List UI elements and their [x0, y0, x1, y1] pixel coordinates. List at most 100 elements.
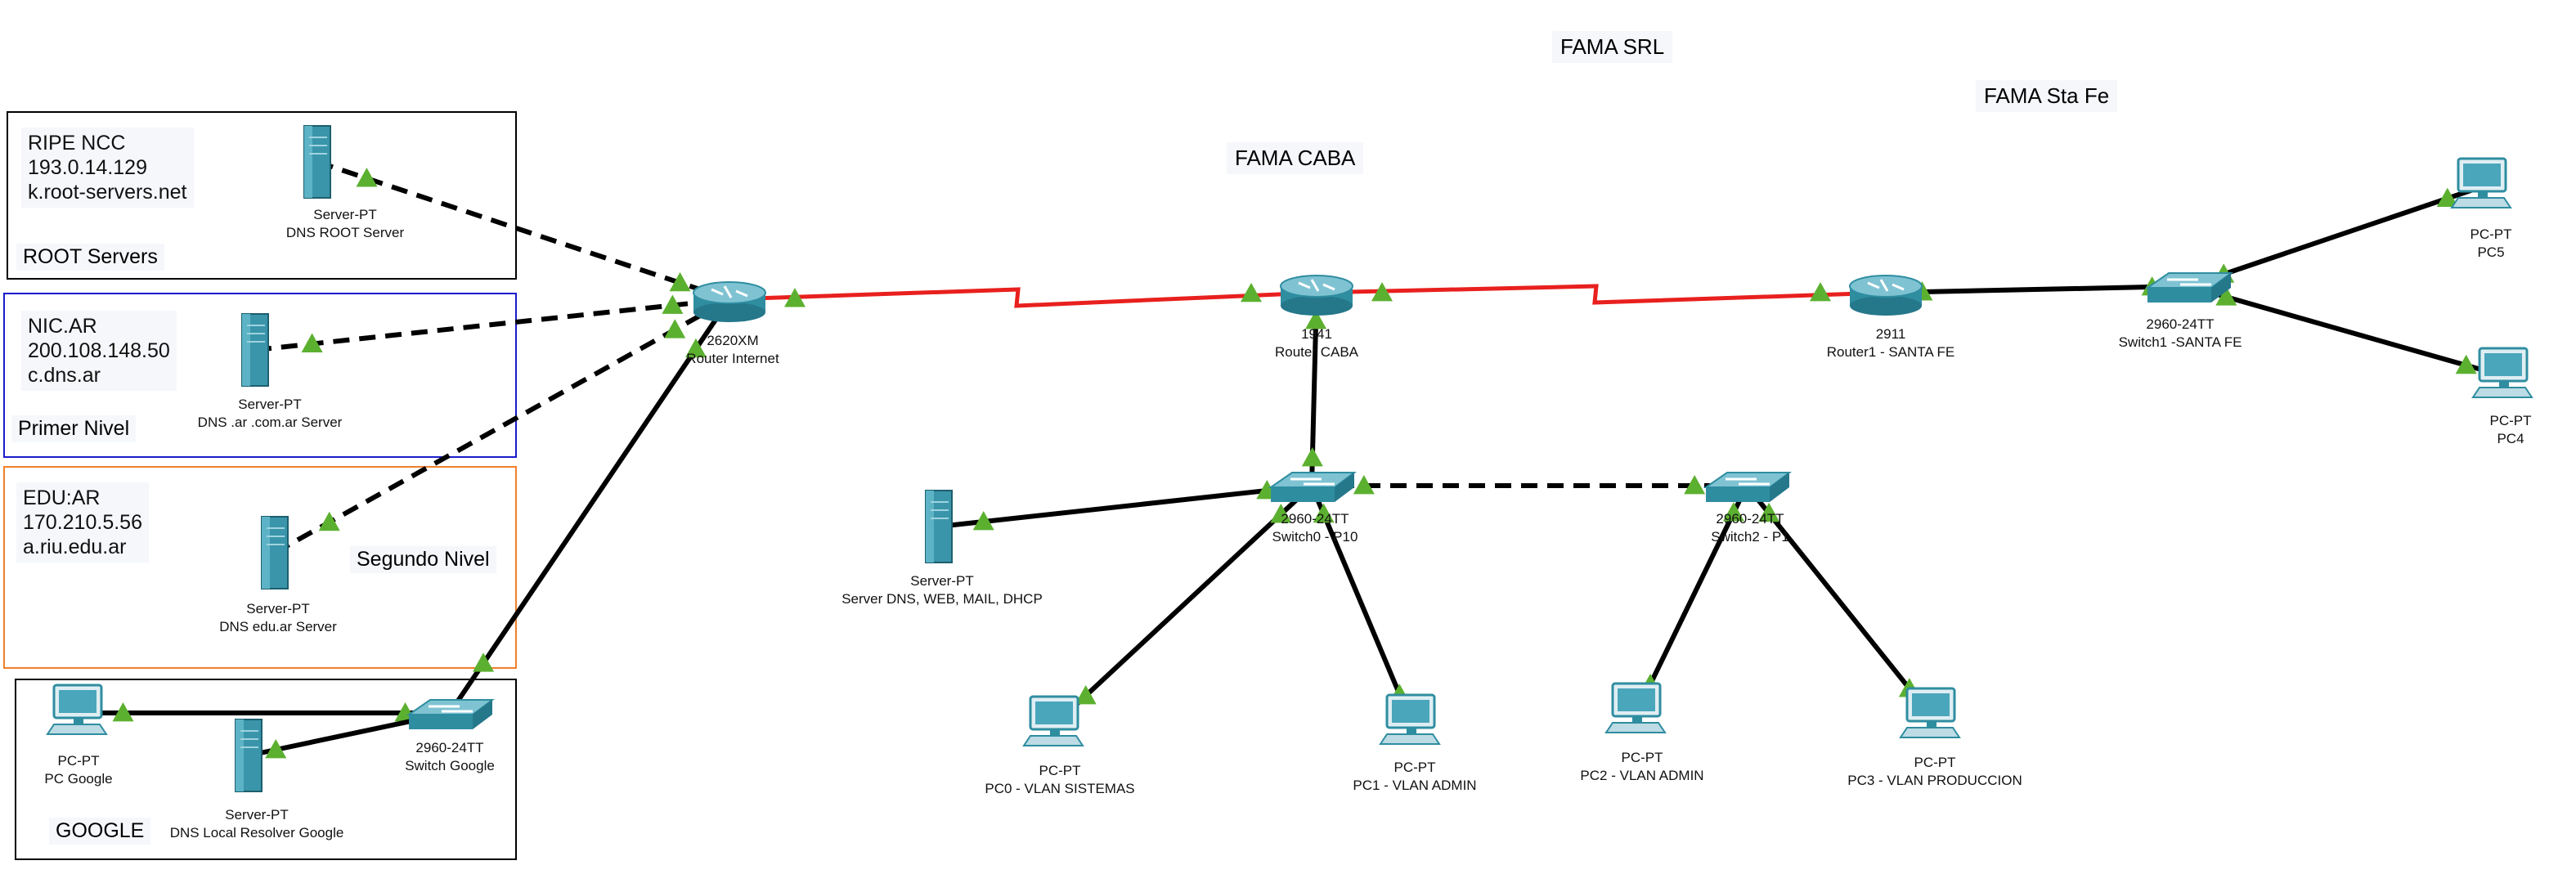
device-name: PC0 - VLAN SISTEMAS	[985, 781, 1135, 796]
server-icon[interactable]	[261, 516, 289, 589]
edu-org: EDU:AR	[23, 486, 101, 509]
port-up-indicator	[265, 738, 287, 759]
google-area-label: GOOGLE	[49, 818, 151, 845]
link-dns_edu-router_internet-dashed-link[interactable]	[273, 297, 731, 555]
link-switch_sf-pc5-link[interactable]	[2188, 184, 2484, 289]
edu-ip: 170.210.5.56	[23, 511, 142, 534]
edu-area-label: Segundo Nivel	[350, 546, 496, 573]
port-up-indicator	[1075, 684, 1097, 705]
link-switch2-pc3-link[interactable]	[1744, 484, 1934, 718]
device-model: PC-PT	[1393, 760, 1436, 775]
caba-title: FAMA CABA	[1227, 142, 1364, 174]
device-model: PC-PT	[1039, 763, 1081, 778]
pc-icon[interactable]	[2450, 157, 2512, 208]
switch2-label: 2960-24TT Switch2 - P1	[1711, 510, 1788, 546]
root-host: k.root-servers.net	[28, 181, 187, 204]
device-model: PC-PT	[1914, 755, 1956, 770]
company-title: FAMA SRL	[1552, 31, 1673, 63]
device-name: Router Internet	[686, 351, 779, 366]
link-router_sf-switch_sf-link[interactable]	[1885, 284, 2189, 295]
device-model: 2960-24TT	[2146, 316, 2215, 332]
port-up-indicator	[662, 294, 684, 314]
root-servers-area	[7, 111, 517, 280]
device-name: Router1 - SANTA FE	[1826, 344, 1955, 360]
link-dns_root-router_internet-dashed-link[interactable]	[316, 159, 730, 302]
port-up-indicator	[1305, 309, 1327, 329]
port-up-indicator	[1758, 502, 1780, 522]
link-router_caba-router_sf-serial-link[interactable]	[1316, 284, 1887, 305]
nic-area-label: Primer Nivel	[11, 415, 137, 442]
devices-layer	[46, 125, 2533, 792]
port-up-indicator	[1810, 282, 1831, 302]
port-up-indicator	[783, 288, 806, 307]
port-up-indicator	[2215, 286, 2237, 306]
pc-icon[interactable]	[1604, 682, 1667, 733]
pc-icon[interactable]	[2471, 347, 2533, 398]
device-model: 2911	[1875, 326, 1906, 342]
device-model: 2960-24TT	[1281, 511, 1349, 527]
switch-icon[interactable]	[1703, 472, 1792, 502]
device-name: PC3 - VLAN PRODUCCION	[1847, 773, 2022, 788]
port-up-indicator	[669, 271, 691, 292]
device-model: 2960-24TT	[1716, 511, 1784, 527]
device-name: Switch2 - P1	[1711, 529, 1789, 545]
nic-org: NIC.AR	[28, 315, 97, 338]
port-up-indicator	[1722, 502, 1744, 522]
device-name: PC Google	[44, 771, 113, 787]
router-icon[interactable]	[693, 281, 766, 322]
device-name: DNS Local Resolver Google	[169, 825, 344, 840]
pc2-label: PC-PT PC2 - VLAN ADMIN	[1580, 749, 1703, 785]
pc0-label: PC-PT PC0 - VLAN SISTEMAS	[985, 762, 1134, 798]
pc-icon[interactable]	[46, 684, 108, 735]
edu-host: a.riu.edu.ar	[23, 536, 127, 558]
santa-fe-title: FAMA Sta Fe	[1976, 80, 2118, 112]
port-up-indicator	[473, 652, 495, 672]
segundo-nivel-area	[3, 466, 517, 669]
device-name: Switch1 -SANTA FE	[2118, 334, 2242, 350]
device-name: Switch Google	[405, 758, 495, 773]
nic-ip: 200.108.148.50	[28, 339, 170, 362]
pc-icon[interactable]	[1379, 693, 1441, 745]
link-router_internet-router_caba-serial-link[interactable]	[729, 287, 1317, 308]
pc-icon[interactable]	[1022, 695, 1084, 746]
server-icon[interactable]	[241, 313, 269, 387]
device-model: Server-PT	[238, 397, 302, 412]
server-icon[interactable]	[235, 719, 263, 792]
nic-host: c.dns.ar	[28, 364, 101, 387]
device-name: DNS ROOT Server	[285, 225, 405, 240]
switch-icon[interactable]	[2144, 272, 2233, 303]
device-name: PC2 - VLAN ADMIN	[1580, 768, 1704, 783]
link-switch0-pc1-link[interactable]	[1309, 484, 1414, 724]
links-layer	[79, 159, 2505, 759]
google-area	[15, 679, 517, 860]
port-up-indicator	[356, 168, 378, 187]
switch-icon[interactable]	[1268, 472, 1357, 502]
pc-icon[interactable]	[1899, 687, 1961, 738]
link-server_caba-switch0-link[interactable]	[938, 483, 1313, 529]
device-model: 2960-24TT	[415, 740, 484, 755]
router-icon[interactable]	[1280, 275, 1353, 316]
device-name: DNS edu.ar Server	[219, 619, 337, 634]
port-up-indicator	[2455, 354, 2477, 374]
link-switch2-pc2-link[interactable]	[1635, 484, 1749, 713]
server-icon[interactable]	[925, 490, 953, 563]
port-up-indicator	[1353, 475, 1375, 495]
link-switch_sf-pc4-link[interactable]	[2188, 284, 2505, 379]
device-model: 1941	[1301, 326, 1332, 342]
device-model: PC-PT	[1621, 750, 1663, 765]
root-area-label: ROOT Servers	[16, 244, 164, 271]
link-dns_ar-router_internet-dashed-link[interactable]	[254, 297, 730, 352]
switch-icon[interactable]	[406, 699, 495, 729]
nic-note: NIC.AR 200.108.148.50 c.dns.ar	[21, 311, 177, 391]
link-switch0-pc0-link[interactable]	[1052, 483, 1314, 727]
server-icon[interactable]	[303, 125, 331, 199]
router-icon[interactable]	[1849, 275, 1923, 316]
link-sw_google-router_internet-link[interactable]	[447, 298, 732, 715]
port-up-indicator	[684, 338, 707, 358]
